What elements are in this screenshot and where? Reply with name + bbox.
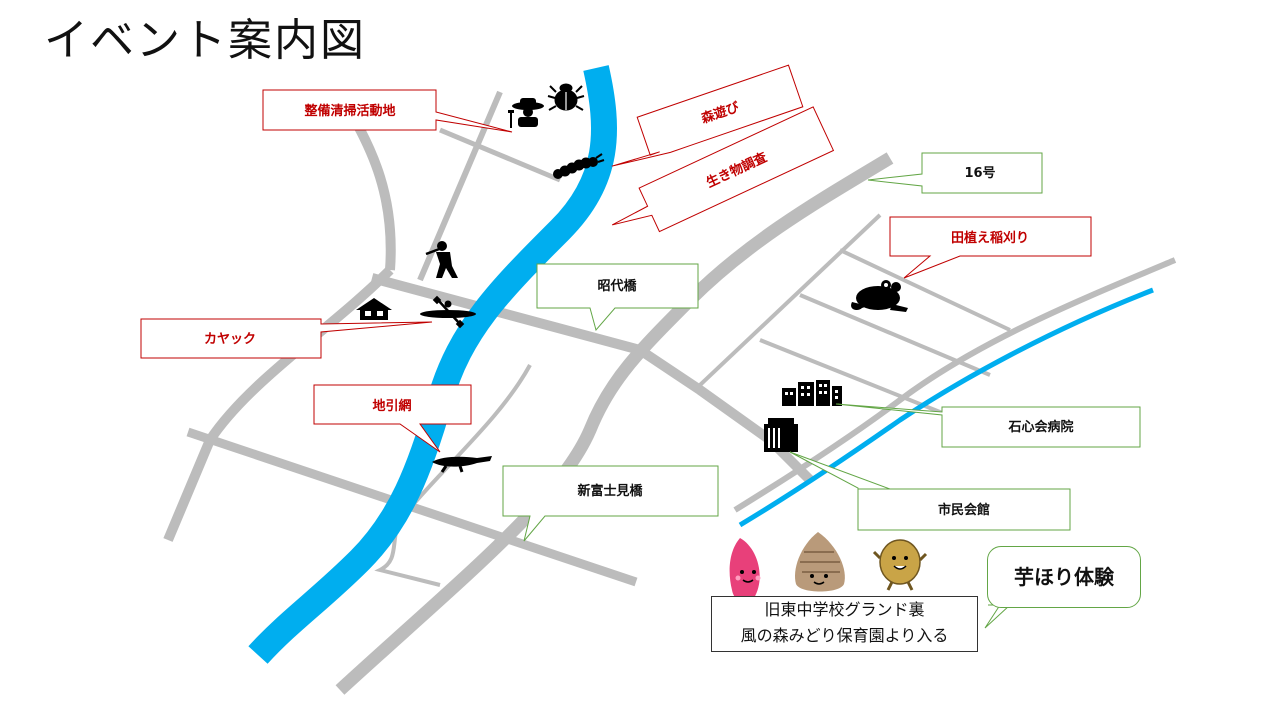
callout-ikimono: 生き物調査 [611, 106, 835, 233]
info-box-line2: 風の森みどり保育園より入る [740, 626, 949, 645]
callout-shodai: 昭代橋 [536, 263, 699, 332]
rail-line [738, 287, 1154, 528]
callout-hospital: 石心会病院 [835, 403, 1141, 448]
callout-kayak: カヤック [140, 318, 433, 359]
sweet-potato-icon [729, 538, 761, 603]
callout-civic-label: 市民会館 [938, 502, 990, 518]
caterpillar-icon [553, 153, 605, 179]
callout-imohori-label: 芋ほり体験 [1014, 565, 1114, 589]
callout-imohori: 芋ほり体験 [987, 546, 1141, 608]
callout-route16: 16号 [867, 152, 1043, 194]
callout-shinfuji-label: 新富士見橋 [577, 483, 643, 499]
callout-shinfuji: 新富士見橋 [502, 465, 719, 542]
house-icon [356, 298, 392, 320]
frog-icon [851, 280, 908, 312]
callout-imohori-pointer [984, 604, 1012, 629]
callout-seibi-label: 整備清掃活動地 [303, 103, 395, 119]
roads [163, 90, 1177, 695]
callout-kayak-label: カヤック [204, 332, 256, 347]
callout-jibiki: 地引網 [313, 384, 472, 453]
callout-shodai-label: 昭代橋 [597, 278, 637, 294]
callout-jibiki-label: 地引網 [372, 398, 411, 414]
farmer-icon [508, 98, 544, 128]
beetle-icon [547, 83, 585, 111]
potato-icon [872, 539, 928, 591]
taro-icon [794, 532, 845, 592]
callout-moriasobi: 森遊び [611, 64, 804, 167]
callout-route16-label: 16号 [964, 166, 995, 181]
callout-tauee-label: 田植え稲刈り [951, 230, 1029, 246]
callout-hospital-label: 石心会病院 [1007, 419, 1073, 435]
page-title: イベント案内図 [44, 15, 366, 66]
callout-tauee: 田植え稲刈り [889, 216, 1092, 279]
info-box-line1: 旧東中学校グランド裏 [764, 600, 925, 619]
river [248, 65, 617, 664]
callout-civic: 市民会館 [789, 451, 1071, 531]
baseball-batter-icon [425, 241, 458, 278]
kayak-icon [420, 295, 476, 329]
buildings-icon [782, 380, 842, 406]
info-box: 旧東中学校グランド裏 風の森みどり保育園より入る [711, 596, 978, 652]
alligator-icon [432, 456, 492, 473]
civic-building-icon [764, 418, 798, 452]
callout-seibi: 整備清掃活動地 [262, 89, 513, 133]
